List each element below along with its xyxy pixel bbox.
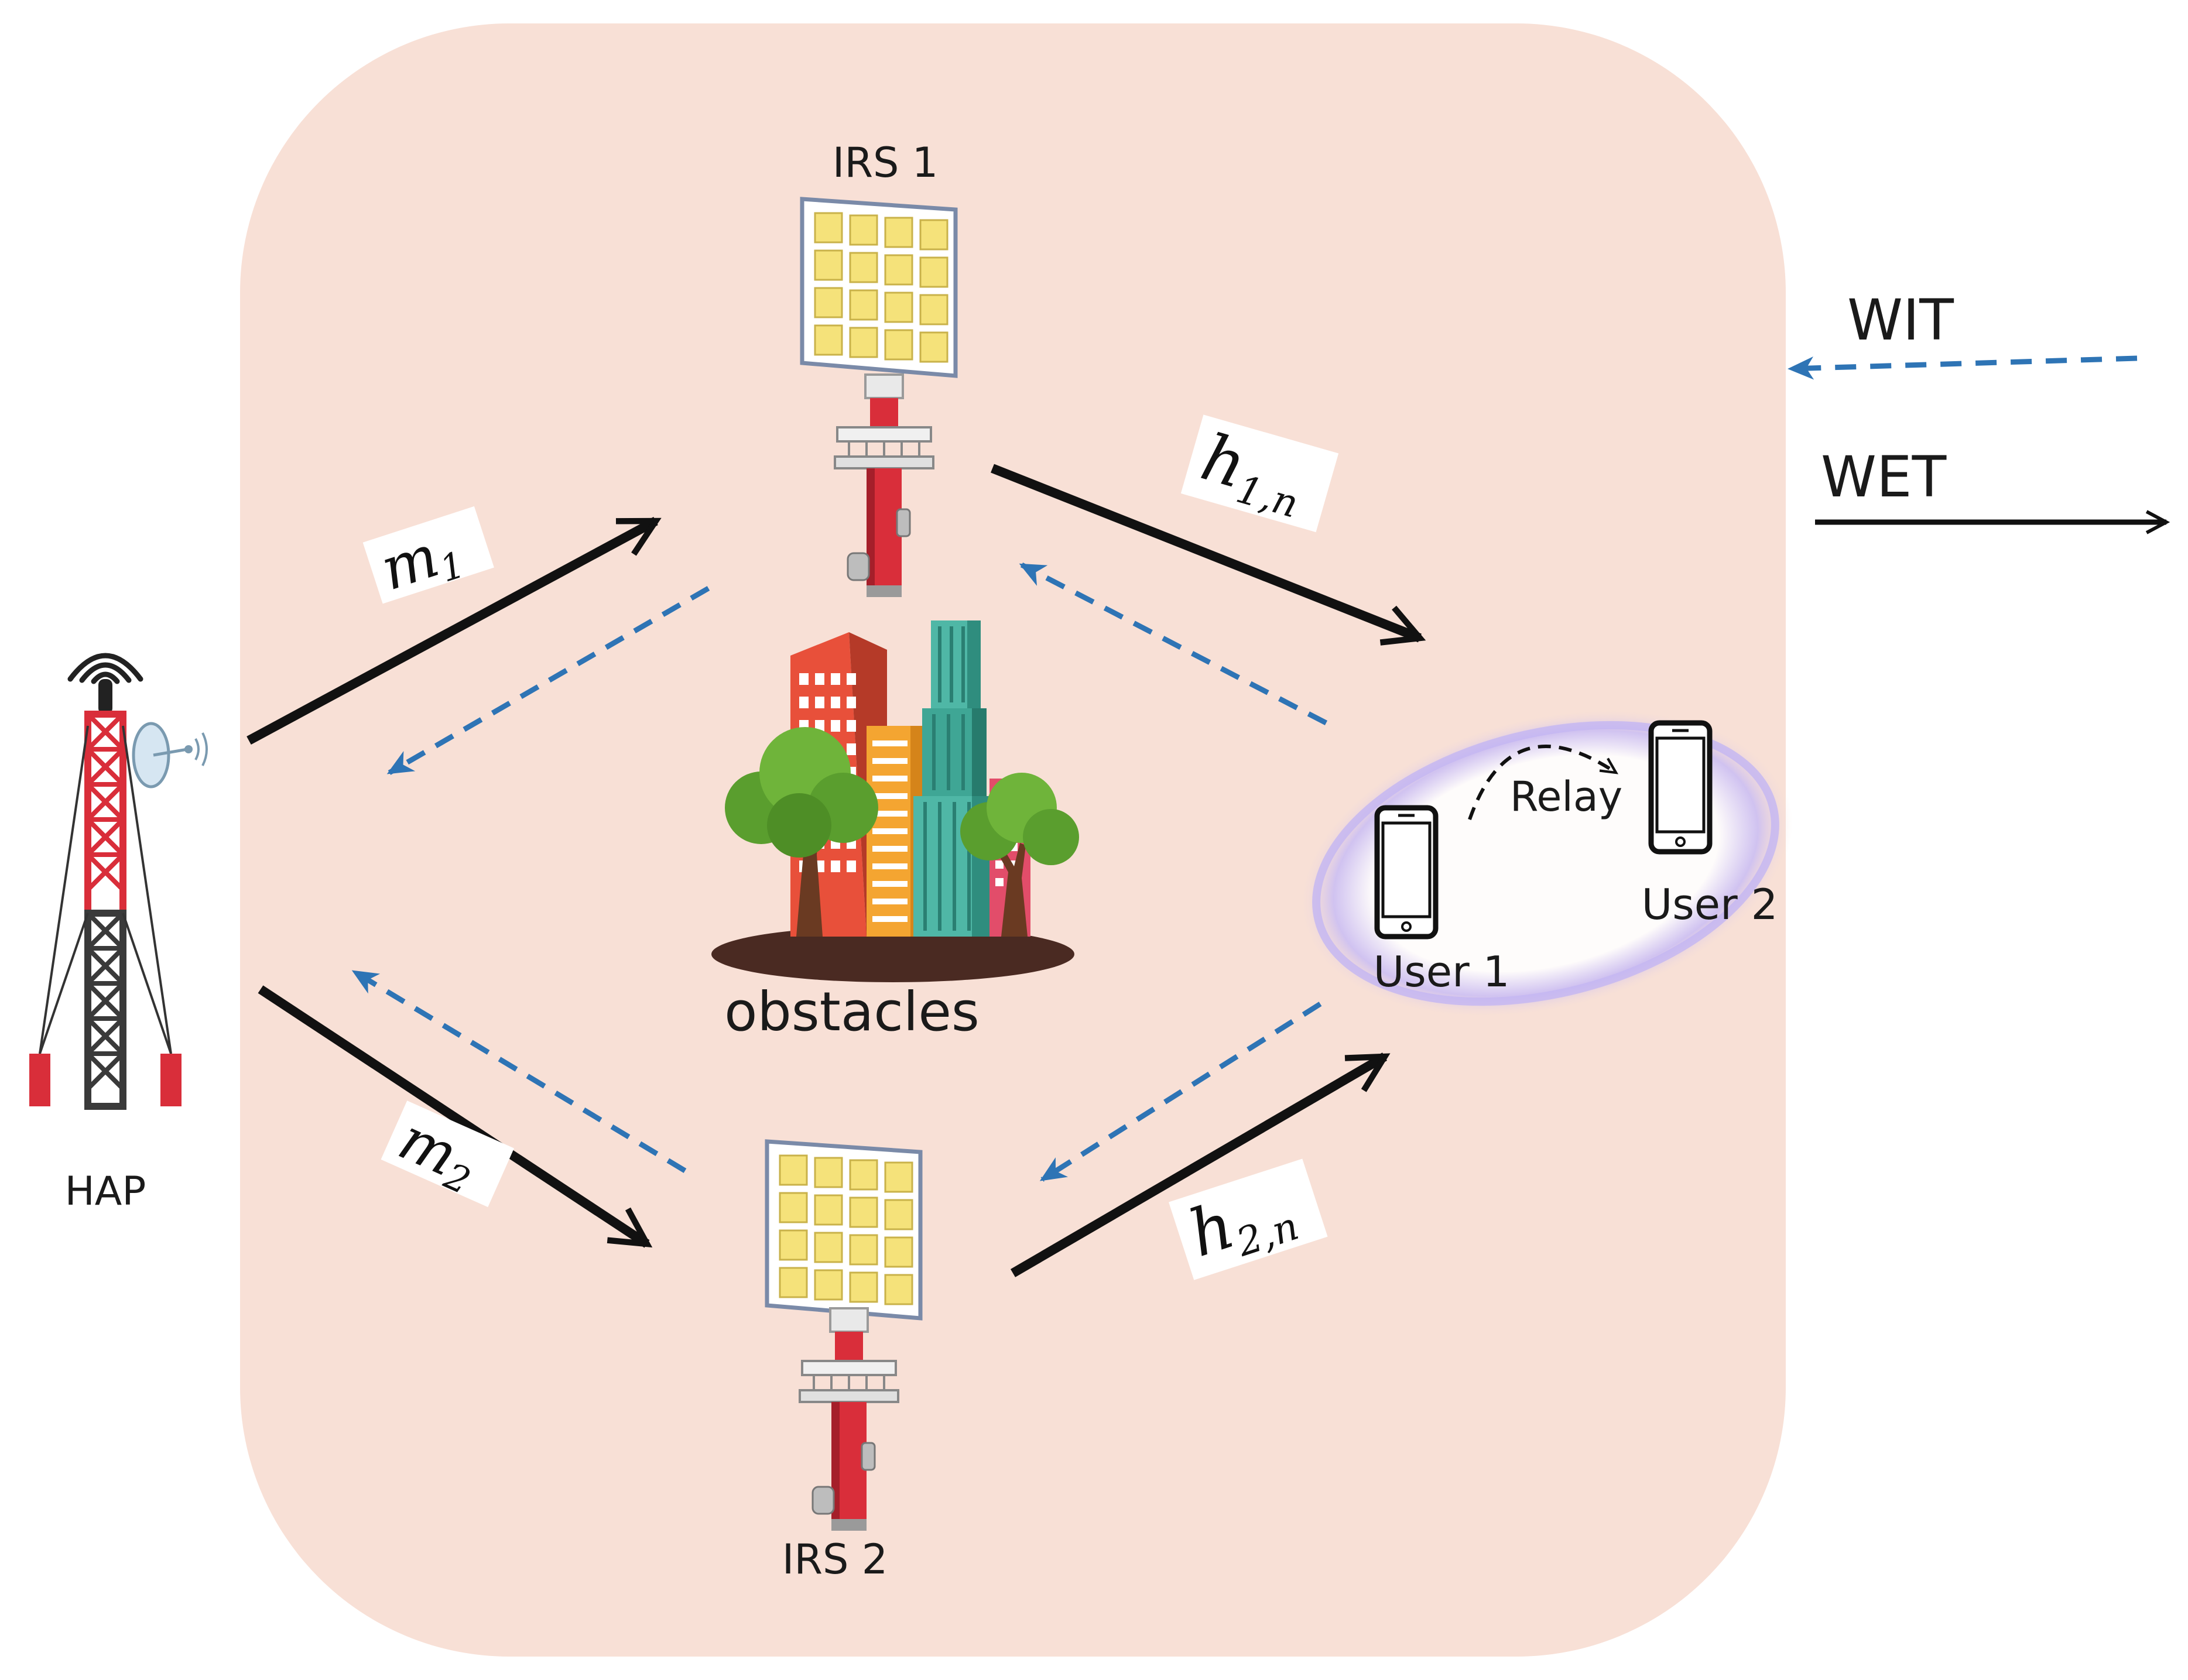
legend-wit-label: WIT [1847, 287, 1954, 353]
link-irs2-users [1010, 1052, 1391, 1277]
link-irs1-users [991, 464, 1426, 646]
dish-antenna-icon [132, 722, 208, 788]
link-users-irs2-info [1039, 1002, 1322, 1182]
relay-label: Relay [1510, 773, 1622, 821]
relay-arrow-icon [1468, 745, 1619, 820]
legend-wet-label: WET [1821, 444, 1947, 510]
channel-label-m1: m1 [362, 506, 494, 604]
irs2-label: IRS 2 [782, 1535, 888, 1583]
irs-panel-icon [767, 1141, 920, 1318]
channel-label-h2n: h2,n [1169, 1158, 1328, 1280]
legend-wit-arrow [1788, 355, 2138, 380]
channel-label-h1n: h1,n [1180, 414, 1339, 533]
tree-icon [725, 727, 878, 937]
link-users-irs1-info [1019, 563, 1328, 725]
smartphone-icon [1651, 723, 1710, 852]
smartphone-icon [1377, 808, 1436, 937]
tree-icon [960, 773, 1079, 937]
link-hap-irs1 [246, 516, 662, 745]
obstacles-label: obstacles [724, 980, 980, 1043]
link-irs1-hap-info [386, 586, 710, 775]
user1-label: User 1 [1374, 947, 1510, 996]
link-hap-irs2 [258, 985, 653, 1248]
irs-panel-icon [802, 199, 956, 376]
hap-tower-icon [29, 653, 208, 1110]
irs1-label: IRS 1 [833, 139, 939, 187]
user2-label: User 2 [1642, 880, 1778, 929]
hap-label: HAP [65, 1168, 146, 1215]
